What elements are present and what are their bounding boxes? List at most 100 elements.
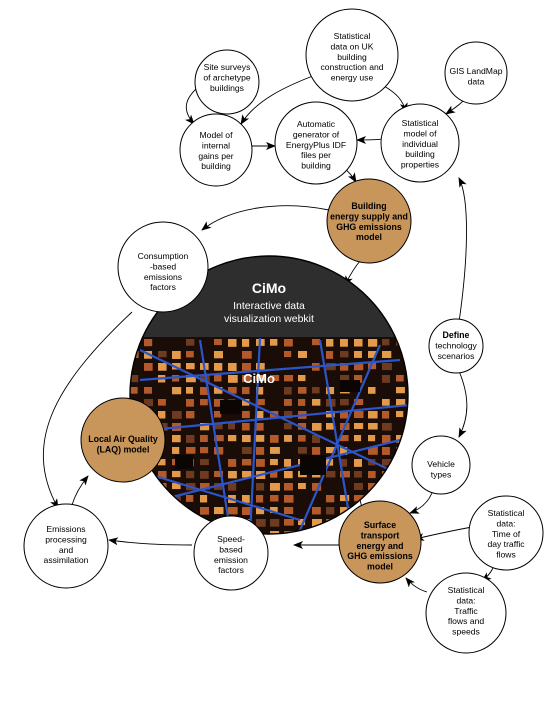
- node-circle: [117, 221, 209, 313]
- node-circle: [179, 113, 253, 187]
- node-circle: [338, 500, 422, 584]
- node-label-line: assimilation: [44, 555, 89, 565]
- node-circle: [194, 49, 260, 115]
- node-label-line: building: [337, 52, 367, 62]
- node-circle: [428, 318, 484, 374]
- arrow-statistical-model-to-generator: [356, 135, 385, 144]
- node-label-line: technology: [435, 340, 477, 350]
- node-circle: [274, 101, 358, 185]
- arrow-building-energy-to-consumption: [201, 205, 330, 231]
- node-label-line: GIS LandMap: [449, 66, 502, 76]
- node-label-line: emission: [214, 555, 248, 565]
- node-label-line: data:: [496, 518, 515, 528]
- node-circle: [80, 397, 166, 483]
- node-label-line: Traffic: [454, 606, 478, 616]
- arrow-traffic-flows-to-surface: [405, 577, 428, 593]
- node-local-air-quality: Local Air Quality(LAQ) model: [80, 397, 166, 483]
- node-circle: [23, 503, 109, 589]
- map-overlay-label: CiMo: [243, 371, 275, 386]
- center-subtitle-line1: Interactive data: [233, 300, 305, 312]
- node-label-line: files per: [301, 150, 331, 160]
- node-label-line: gains per: [198, 151, 233, 161]
- node-label-line: model: [356, 232, 382, 242]
- map-roads: [134, 337, 408, 534]
- node-circle: [411, 435, 471, 495]
- node-label-line: model of: [404, 128, 438, 138]
- node-label-line: Surface: [364, 520, 396, 530]
- node-label-line: construction and: [320, 62, 383, 72]
- node-label-line: buildings: [210, 83, 244, 93]
- node-label-line: energy and: [357, 541, 404, 551]
- node-label-line: building: [201, 161, 231, 171]
- arrow-statistical-uk-to-internal-gains: [240, 73, 319, 125]
- node-label-line: energy supply and: [330, 211, 408, 221]
- node-label-line: energy use: [331, 73, 374, 83]
- node-label-line: emissions: [144, 272, 182, 282]
- node-circle: [305, 8, 399, 102]
- node-label-line: model: [367, 562, 393, 572]
- node-label-line: Automatic: [297, 119, 336, 129]
- node-label-line: Define: [443, 330, 470, 340]
- node-label-line: types: [431, 469, 452, 479]
- node-label-line: Statistical: [488, 508, 525, 518]
- node-label-line: based: [219, 544, 243, 554]
- node-circle: [468, 495, 544, 571]
- node-label-line: GHG emissions: [336, 222, 402, 232]
- center-subtitle-line2: visualization webkit: [224, 313, 314, 325]
- node-circle: [193, 515, 269, 591]
- node-circle: [326, 178, 412, 264]
- arrow-emissions-processing-to-laq: [71, 475, 89, 506]
- node-circle: [380, 103, 460, 183]
- arrow-define-to-vehicle: [458, 370, 468, 438]
- node-label-line: of archetype: [203, 72, 251, 82]
- node-circle: [425, 572, 507, 654]
- node-label-line: Time of: [492, 529, 521, 539]
- node-label-line: data on UK: [331, 41, 374, 51]
- node-label-line: Local Air Quality: [88, 434, 158, 444]
- node-label-line: Statistical: [402, 118, 439, 128]
- node-label-line: flows and: [448, 616, 485, 626]
- node-label-line: data:: [456, 595, 475, 605]
- node-label-line: EnergyPlus IDF: [286, 140, 346, 150]
- node-label-line: -based: [150, 261, 176, 271]
- node-label-line: speeds: [452, 627, 480, 637]
- node-label-line: factors: [218, 565, 244, 575]
- node-label-line: scenarios: [438, 351, 475, 361]
- node-label-line: Building: [351, 201, 386, 211]
- node-label-line: GHG emissions: [347, 551, 413, 561]
- node-label-line: individual: [402, 139, 438, 149]
- node-label-line: Statistical: [334, 31, 371, 41]
- node-label-line: Emissions: [46, 524, 85, 534]
- node-label-line: factors: [150, 282, 176, 292]
- node-label-line: flows: [496, 550, 516, 560]
- center-outline: [129, 255, 409, 535]
- node-label-line: properties: [401, 160, 439, 170]
- node-label-line: Vehicle: [427, 459, 455, 469]
- node-label-line: Consumption: [138, 251, 189, 261]
- arrow-consumption-to-emissions-processing: [42, 311, 133, 509]
- node-label-line: building: [301, 161, 331, 171]
- node-label-line: building: [405, 149, 435, 159]
- node-label-line: day traffic: [487, 539, 525, 549]
- arrow-speed-to-emissions-processing: [108, 537, 193, 546]
- node-label-line: internal: [202, 140, 230, 150]
- arrow-time-of-day-to-surface: [414, 526, 473, 541]
- node-label-line: transport: [361, 530, 400, 540]
- node-label-line: (LAQ) model: [97, 444, 150, 454]
- node-label-line: generator of: [293, 129, 340, 139]
- node-label-line: processing: [45, 534, 87, 544]
- node-circle: [444, 41, 508, 105]
- node-label-line: Statistical: [448, 585, 485, 595]
